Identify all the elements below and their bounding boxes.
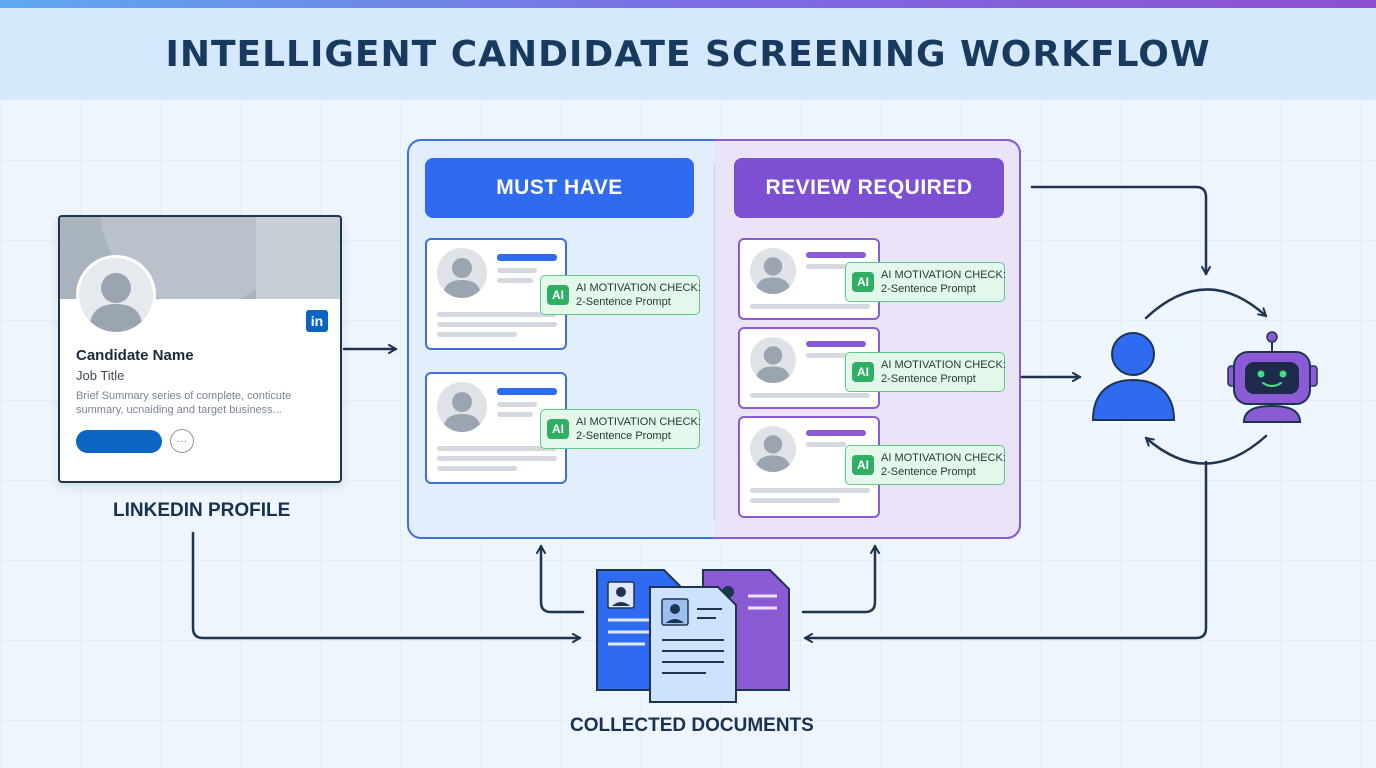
ai-badge-line2: 2-Sentence Prompt	[881, 283, 976, 295]
ai-badge-icon: AI	[852, 455, 874, 475]
ai-motivation-badge[interactable]: AI AI MOTIVATION CHECK: 2-Sentence Prompt	[845, 352, 1006, 392]
avatar	[750, 337, 796, 383]
page-title: INTELLIGENT CANDIDATE SCREENING WORKFLOW	[165, 33, 1211, 75]
person-icon	[1091, 332, 1176, 421]
name-bar	[497, 254, 557, 261]
ai-badge-line1: AI MOTIVATION CHECK:	[881, 452, 1006, 464]
text-bar	[437, 332, 517, 337]
avatar	[437, 382, 487, 432]
ai-motivation-badge[interactable]: AI AI MOTIVATION CHECK: 2-Sentence Prompt	[540, 275, 701, 315]
arrow-profile-to-documents	[191, 531, 582, 643]
text-bar	[806, 353, 846, 358]
ai-badge-icon: AI	[547, 419, 569, 439]
arrow-documents-to-review	[801, 544, 880, 614]
text-bar	[750, 393, 870, 398]
ai-badge-line1: AI MOTIVATION CHECK:	[881, 359, 1006, 371]
review-panel-border	[714, 139, 1021, 539]
arrow-cycle-top	[1144, 288, 1268, 320]
profile-summary: Brief Summary series of complete, contic…	[76, 390, 292, 416]
name-bar	[806, 341, 866, 347]
profile-avatar	[76, 255, 156, 335]
name-bar	[806, 252, 866, 258]
ai-badge-icon: AI	[852, 272, 874, 292]
text-bar	[750, 488, 870, 493]
document-icon	[649, 586, 737, 703]
ai-badge-line2: 2-Sentence Prompt	[576, 430, 671, 442]
linkedin-caption: LINKEDIN PROFILE	[113, 500, 291, 521]
text-bar	[497, 268, 537, 273]
text-bar	[437, 456, 557, 461]
ai-badge-line2: 2-Sentence Prompt	[881, 466, 976, 478]
job-title: Job Title	[76, 368, 125, 383]
text-bar	[497, 402, 537, 407]
ai-badge-line1: AI MOTIVATION CHECK:	[576, 416, 701, 428]
text-bar	[437, 466, 517, 471]
robot-icon	[1227, 331, 1318, 423]
arrow-board-to-review-loop	[1030, 185, 1211, 276]
linkedin-profile-card[interactable]: in Candidate Name Job Title Brief Summar…	[58, 215, 342, 483]
ai-badge-icon: AI	[547, 285, 569, 305]
banner-panel	[256, 217, 340, 299]
text-bar	[806, 264, 846, 269]
avatar	[437, 248, 487, 298]
name-bar	[497, 388, 557, 395]
ai-motivation-badge[interactable]: AI AI MOTIVATION CHECK: 2-Sentence Prompt	[845, 445, 1006, 485]
board-divider	[714, 165, 715, 520]
name-bar	[806, 430, 866, 436]
arrow-cycle-bottom	[1144, 434, 1268, 465]
candidate-card[interactable]	[425, 238, 567, 350]
avatar	[750, 248, 796, 294]
arrow-loop-to-documents	[803, 460, 1208, 643]
text-bar	[750, 498, 840, 503]
text-bar	[497, 278, 533, 283]
candidate-name: Candidate Name	[76, 347, 194, 364]
ai-motivation-badge[interactable]: AI AI MOTIVATION CHECK: 2-Sentence Prompt	[540, 409, 701, 449]
text-bar	[750, 304, 870, 309]
text-bar	[437, 322, 557, 327]
more-icon[interactable]: ···	[170, 429, 194, 453]
ai-motivation-badge[interactable]: AI AI MOTIVATION CHECK: 2-Sentence Prompt	[845, 262, 1006, 302]
ai-badge-line2: 2-Sentence Prompt	[576, 296, 671, 308]
must-have-header[interactable]: MUST HAVE	[425, 158, 694, 218]
text-bar	[437, 312, 557, 317]
ai-badge-line2: 2-Sentence Prompt	[881, 373, 976, 385]
documents-caption: COLLECTED DOCUMENTS	[570, 715, 814, 736]
review-required-header[interactable]: REVIEW REQUIRED	[734, 158, 1004, 218]
top-accent-strip	[0, 0, 1376, 8]
connect-button[interactable]	[76, 430, 162, 453]
ai-badge-line1: AI MOTIVATION CHECK:	[881, 269, 1006, 281]
avatar	[750, 426, 796, 472]
text-bar	[806, 442, 846, 447]
text-bar	[437, 446, 557, 451]
arrow-documents-to-must-have	[536, 544, 585, 614]
text-bar	[497, 412, 533, 417]
candidate-card[interactable]	[738, 238, 880, 320]
linkedin-icon[interactable]: in	[306, 310, 328, 332]
ai-badge-icon: AI	[852, 362, 874, 382]
ai-badge-line1: AI MOTIVATION CHECK:	[576, 282, 701, 294]
title-bar: INTELLIGENT CANDIDATE SCREENING WORKFLOW	[0, 8, 1376, 100]
